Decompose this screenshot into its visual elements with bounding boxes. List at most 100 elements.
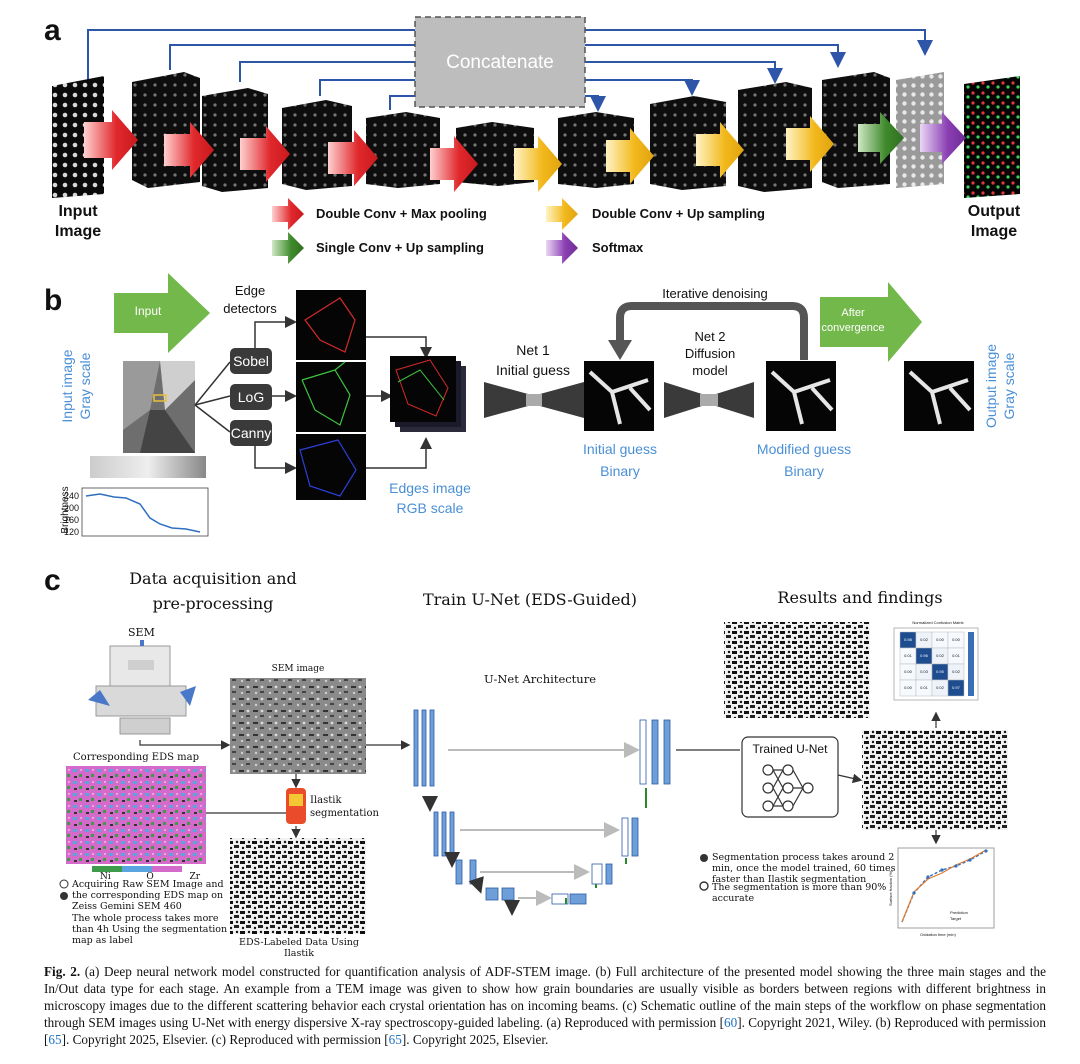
caption-ref-65a[interactable]: 65 [48,1032,62,1047]
net1-label: Net 1 Initial guess [488,340,578,380]
brightness-ticks: 240 200 160 120 [64,490,79,538]
net2-line2: Diffusion [684,346,736,361]
confusion-cell: 0.00 [936,637,944,642]
after-line1: After [841,307,865,319]
input-line1: Input [58,203,98,220]
panel-b-graphics [81,273,974,537]
result-speed: Segmentation process takes around 2 min,… [712,852,896,885]
confusion-row: 0.00 0.03 0.95 0.02 [900,664,964,680]
confusion-cell: 0.96 [920,653,928,658]
confusion-cell: 0.02 [920,637,928,642]
edges-line1: Edges image [389,480,471,496]
legend-upsampling: Double Conv + Up sampling [592,206,765,221]
confusion-cell: 0.00 [952,637,960,642]
ilastik-line1: Ilastik [310,795,342,806]
eds-labeled-label: EDS-Labeled Data Using Ilastik [239,937,359,959]
input-image-line2: Gray scale [77,352,93,420]
confusion-cell: 0.02 [952,669,960,674]
panel-a-letter: a [44,14,61,47]
iterative-denoising-label: Iterative denoising [662,286,768,301]
ilastik-label: Ilastik segmentation [310,794,379,820]
confusion-row: 0.00 0.01 0.02 0.97 [900,680,964,696]
panel-c-letter: c [44,564,61,597]
net2-line3: model [692,363,728,378]
panel-b-letter: b [44,284,63,317]
eds-map-label: Corresponding EDS map [73,752,199,763]
note-process-time: The whole process takes more than 4h Usi… [72,913,228,946]
brightness-tick: 200 [64,503,80,513]
edge-line2: detectors [223,301,277,316]
confusion-cell: 0.97 [952,685,960,690]
eds-tick: O [146,872,154,882]
plot-xlabel: Oxidation time (min) [920,932,956,937]
confusion-cell: 0.02 [936,653,944,658]
unet-architecture-label: U-Net Architecture [483,672,597,686]
net2-line1: Net 2 [694,329,726,344]
plot-ylabel: Surface fraction (%) [888,870,893,906]
col1-line1: Data acquisition and [129,569,297,588]
caption-fig: Fig. 2. [44,964,81,979]
log-tag: LoG [230,384,272,410]
legend-softmax: Softmax [592,240,644,255]
brightness-tick: 160 [64,515,80,525]
confusion-values: 0.98 0.02 0.00 0.00 0.01 0.96 0.02 0.01 … [900,632,964,696]
confusion-row: 0.98 0.02 0.00 0.00 [900,632,964,648]
confusion-cell: 0.95 [936,669,944,674]
confusion-title: Normalized Confusion Matrix [912,620,964,625]
plot-legend: Prediction Target [950,910,968,922]
figure-caption: Fig. 2. (a) Deep neural network model co… [44,963,1046,1048]
col1-title: Data acquisition and pre-processing [108,566,318,616]
note-acquisition: Acquiring Raw SEM Image and the correspo… [72,879,224,912]
eds-ticks: Ni O Zr [100,872,200,882]
initial-line1: Initial guess [583,441,657,457]
modified-line1: Modified guess [756,441,852,457]
output-image-line2: Gray scale [1001,352,1017,420]
eds-tick: Zr [189,872,200,882]
confusion-cell: 0.98 [904,637,912,642]
confusion-cell: 0.01 [920,685,928,690]
brightness-tick: 120 [64,527,80,537]
canny-tag: Canny [230,420,272,446]
output-line2: Image [970,223,1018,240]
net1-line1: Net 1 [516,342,550,358]
caption-ref-60[interactable]: 60 [724,1015,738,1030]
confusion-cell: 0.02 [936,685,944,690]
confusion-cell: 0.00 [904,669,912,674]
confusion-cell: 0.03 [920,669,928,674]
after-convergence-label: After convergence [818,306,888,336]
col3-title: Results and findings [777,588,943,607]
input-image-vertical-label: Input image Gray scale [58,326,98,446]
plot-legend-target: Target [950,916,962,921]
output-image-vertical-label: Output image Gray scale [982,326,1022,446]
panel-c-graphics [59,622,1008,934]
concatenate-label: Concatenate [446,52,554,73]
edge-line1: Edge [234,283,266,298]
input-image-line1: Input image [59,349,75,423]
caption-ref-65b[interactable]: 65 [388,1032,402,1047]
confusion-row: 0.01 0.96 0.02 0.01 [900,648,964,664]
eds-tick: Ni [100,872,111,882]
modified-line2: Binary [784,463,824,479]
result-accuracy: The segmentation is more than 90% accura… [712,882,887,904]
caption-part1: (a) Deep neural network model constructe… [44,964,1046,1030]
edges-line2: RGB scale [396,500,464,516]
input-arrow-label: Input [134,304,162,318]
sem-label: SEM [128,626,155,639]
plot-legend-prediction: Prediction [950,910,968,915]
caption-part3: ]. Copyright 2025, Elsevier. (c) Reprodu… [61,1032,389,1047]
output-image-line1: Output image [983,343,999,429]
edge-detectors-label: Edge detectors [210,282,290,318]
output-image-label: Output Image [956,202,1032,242]
net1-line2: Initial guess [496,362,570,378]
trained-unet-label: Trained U-Net [752,742,828,756]
brightness-tick: 240 [64,491,80,501]
confusion-cell: 0.01 [952,653,960,658]
col2-title: Train U-Net (EDS-Guided) [422,590,638,609]
after-line2: convergence [821,322,885,334]
net2-label: Net 2 Diffusion model [668,328,752,379]
confusion-cell: 0.01 [904,653,912,658]
col1-line2: pre-processing [152,594,274,613]
edges-image-label: Edges image RGB scale [380,478,480,518]
caption-part4: ]. Copyright 2025, Elsevier. [401,1032,549,1047]
legend-maxpool: Double Conv + Max pooling [316,206,487,221]
